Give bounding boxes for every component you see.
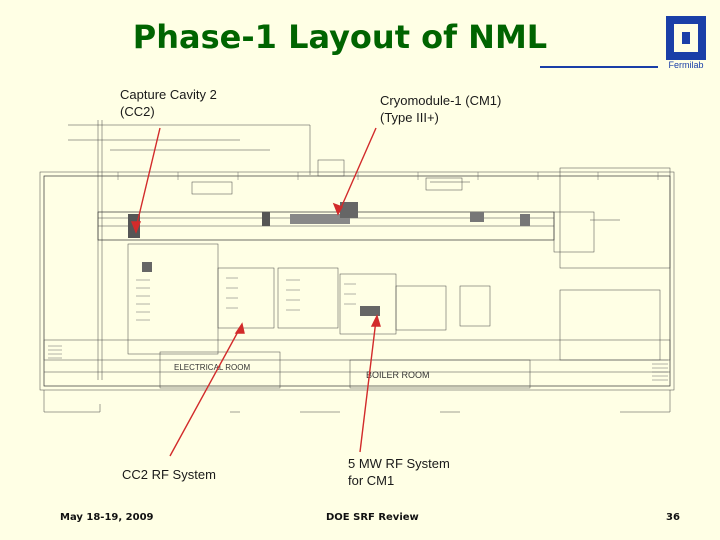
arrow-5mw-rf-head xyxy=(370,314,381,327)
arrow-cryomodule xyxy=(339,127,377,211)
arrow-capture-cavity xyxy=(135,127,161,229)
arrow-cc2-rf-head xyxy=(234,322,245,334)
cryomodule-callout: Cryomodule-1 (CM1) (Type III+) xyxy=(380,93,502,125)
boiler-room-label: BOILER ROOM xyxy=(366,370,430,380)
title-underline xyxy=(540,66,658,68)
fermilab-logo-icon xyxy=(666,16,706,60)
electrical-room-label: ELECTRICAL ROOM xyxy=(174,363,250,372)
page-number: 36 xyxy=(666,512,680,523)
arrow-cc2-rf xyxy=(169,327,241,457)
rf-5mw-callout: 5 MW RF System for CM1 xyxy=(348,456,450,488)
footer-event: DOE SRF Review xyxy=(326,512,419,523)
arrow-5mw-rf xyxy=(359,319,377,453)
capture-cavity-callout: Capture Cavity 2 (CC2) xyxy=(120,87,217,119)
arrow-cryomodule-head xyxy=(332,202,344,216)
footer-date: May 18-19, 2009 xyxy=(60,512,154,523)
cc2-rf-callout: CC2 RF System xyxy=(122,467,216,482)
arrow-capture-cavity-head xyxy=(130,221,142,234)
slide-title: Phase-1 Layout of NML xyxy=(132,18,548,56)
logo-text: Fermilab xyxy=(668,60,704,70)
building-outline xyxy=(43,175,671,387)
